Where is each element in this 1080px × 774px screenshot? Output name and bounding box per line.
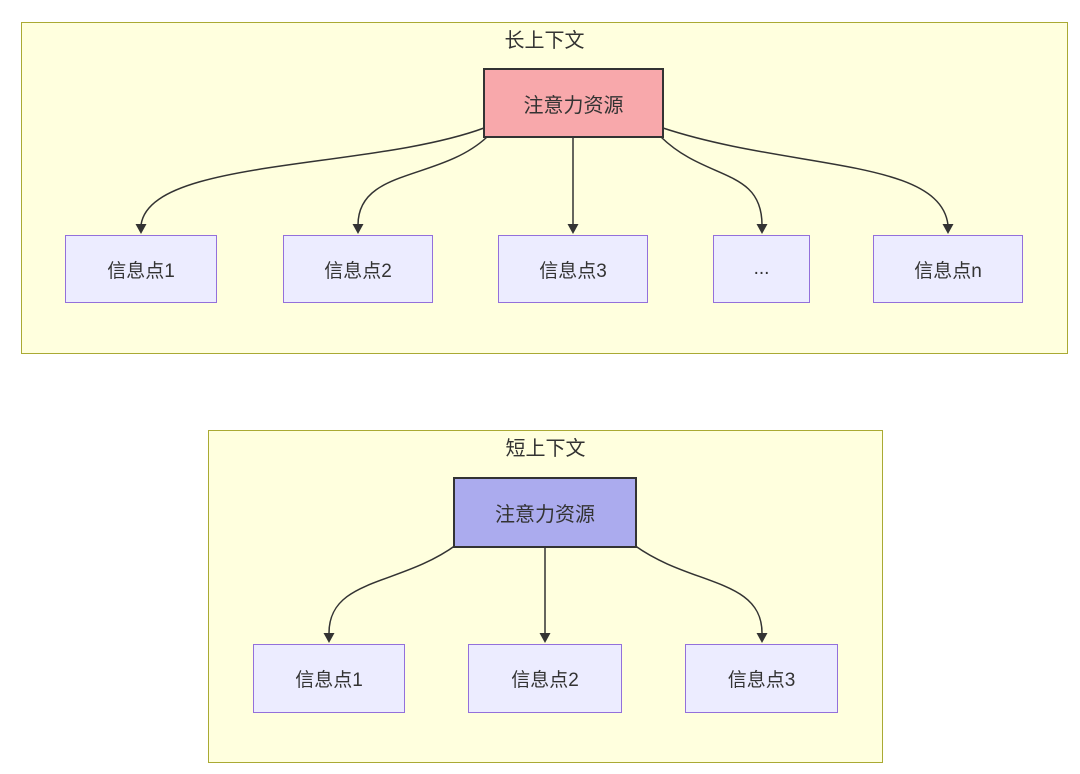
- info-node-short-3: 信息点3: [685, 644, 838, 713]
- info-node-long-2: 信息点2: [283, 235, 433, 303]
- cluster-short-title: 短上下文: [505, 438, 586, 460]
- attention-node-long: 注意力资源: [483, 68, 664, 138]
- cluster-long-title: 长上下文: [504, 30, 585, 52]
- info-node-long-1-label: 信息点1: [107, 260, 175, 282]
- info-node-short-2: 信息点2: [468, 644, 622, 713]
- info-node-long-ellipsis-label: ...: [753, 258, 770, 279]
- info-node-long-n: 信息点n: [873, 235, 1023, 303]
- info-node-short-2-label: 信息点2: [511, 670, 579, 691]
- attention-node-long-label: 注意力资源: [523, 94, 624, 117]
- info-node-long-1: 信息点1: [65, 235, 217, 303]
- info-node-long-2-label: 信息点2: [324, 260, 392, 282]
- info-node-long-ellipsis: ...: [713, 235, 810, 303]
- info-node-short-3-label: 信息点3: [727, 670, 796, 691]
- attention-node-short-label: 注意力资源: [495, 504, 595, 526]
- info-node-long-3-label: 信息点3: [539, 260, 607, 282]
- info-node-long-3: 信息点3: [498, 235, 648, 303]
- info-node-long-n-label: 信息点n: [914, 260, 982, 282]
- info-node-short-1: 信息点1: [253, 644, 405, 713]
- info-node-short-1-label: 信息点1: [295, 670, 363, 691]
- attention-node-short: 注意力资源: [453, 477, 637, 548]
